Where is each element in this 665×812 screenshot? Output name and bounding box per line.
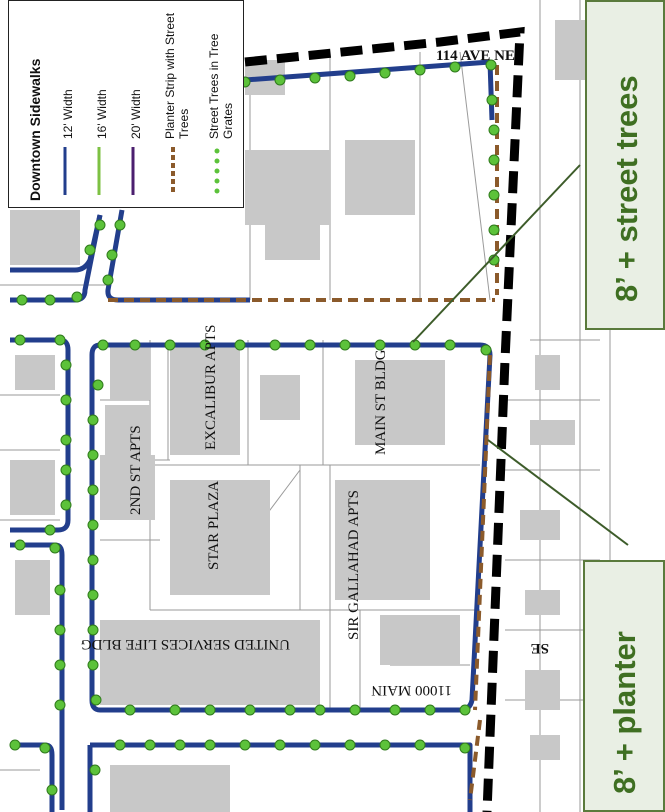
callout-street-trees: 8’ + street trees [585, 0, 665, 330]
building-label-sir-gallahad: SIR GALLAHAD APTS [346, 490, 362, 640]
building-label-star-plaza: STAR PLAZA [206, 481, 222, 570]
arterial-boundary [244, 26, 525, 812]
legend-label-12ft: 12' Width [61, 89, 75, 139]
dotted-line-icon [214, 148, 220, 194]
building-label-excalibur: EXCALIBUR APTS [203, 325, 219, 450]
callout-planter: 8’ + planter [583, 560, 665, 812]
legend-label-tree-grates: Street Trees in Tree Grates [207, 33, 235, 139]
building-label-main-st: MAIN ST BLDG [373, 349, 389, 455]
street-label-se: SE [531, 640, 549, 656]
street-trees [9, 59, 500, 796]
building-label-11000-main: 11000 MAIN [371, 682, 452, 698]
street-label-114-ave: 114 AVE NE [436, 48, 515, 64]
legend-label-planter: Planter Strip with Street Trees [163, 12, 191, 139]
line-icon [97, 147, 101, 195]
callout-leaders [412, 164, 629, 546]
line-icon [63, 147, 67, 195]
legend-title: Downtown Sidewalks [27, 58, 43, 201]
legend-label-20ft: 20' Width [129, 89, 143, 139]
callout-text-planter: 8’ + planter [607, 631, 642, 794]
map-legend: Downtown Sidewalks 12' Width 16' Width 2… [8, 0, 244, 208]
callout-text-street-trees: 8’ + street trees [609, 75, 644, 302]
building-label-united-services: UNITED SERVICES LIFE BLDG [81, 636, 290, 652]
building-labels: EXCALIBUR APTS MAIN ST BLDG 2ND ST APTS … [81, 325, 452, 698]
building-footprints [10, 20, 585, 812]
legend-label-16ft: 16' Width [95, 89, 109, 139]
dashed-line-icon [171, 147, 175, 195]
building-label-2nd-st: 2ND ST APTS [128, 425, 144, 515]
planter-strip [108, 65, 499, 801]
line-icon [131, 147, 135, 195]
